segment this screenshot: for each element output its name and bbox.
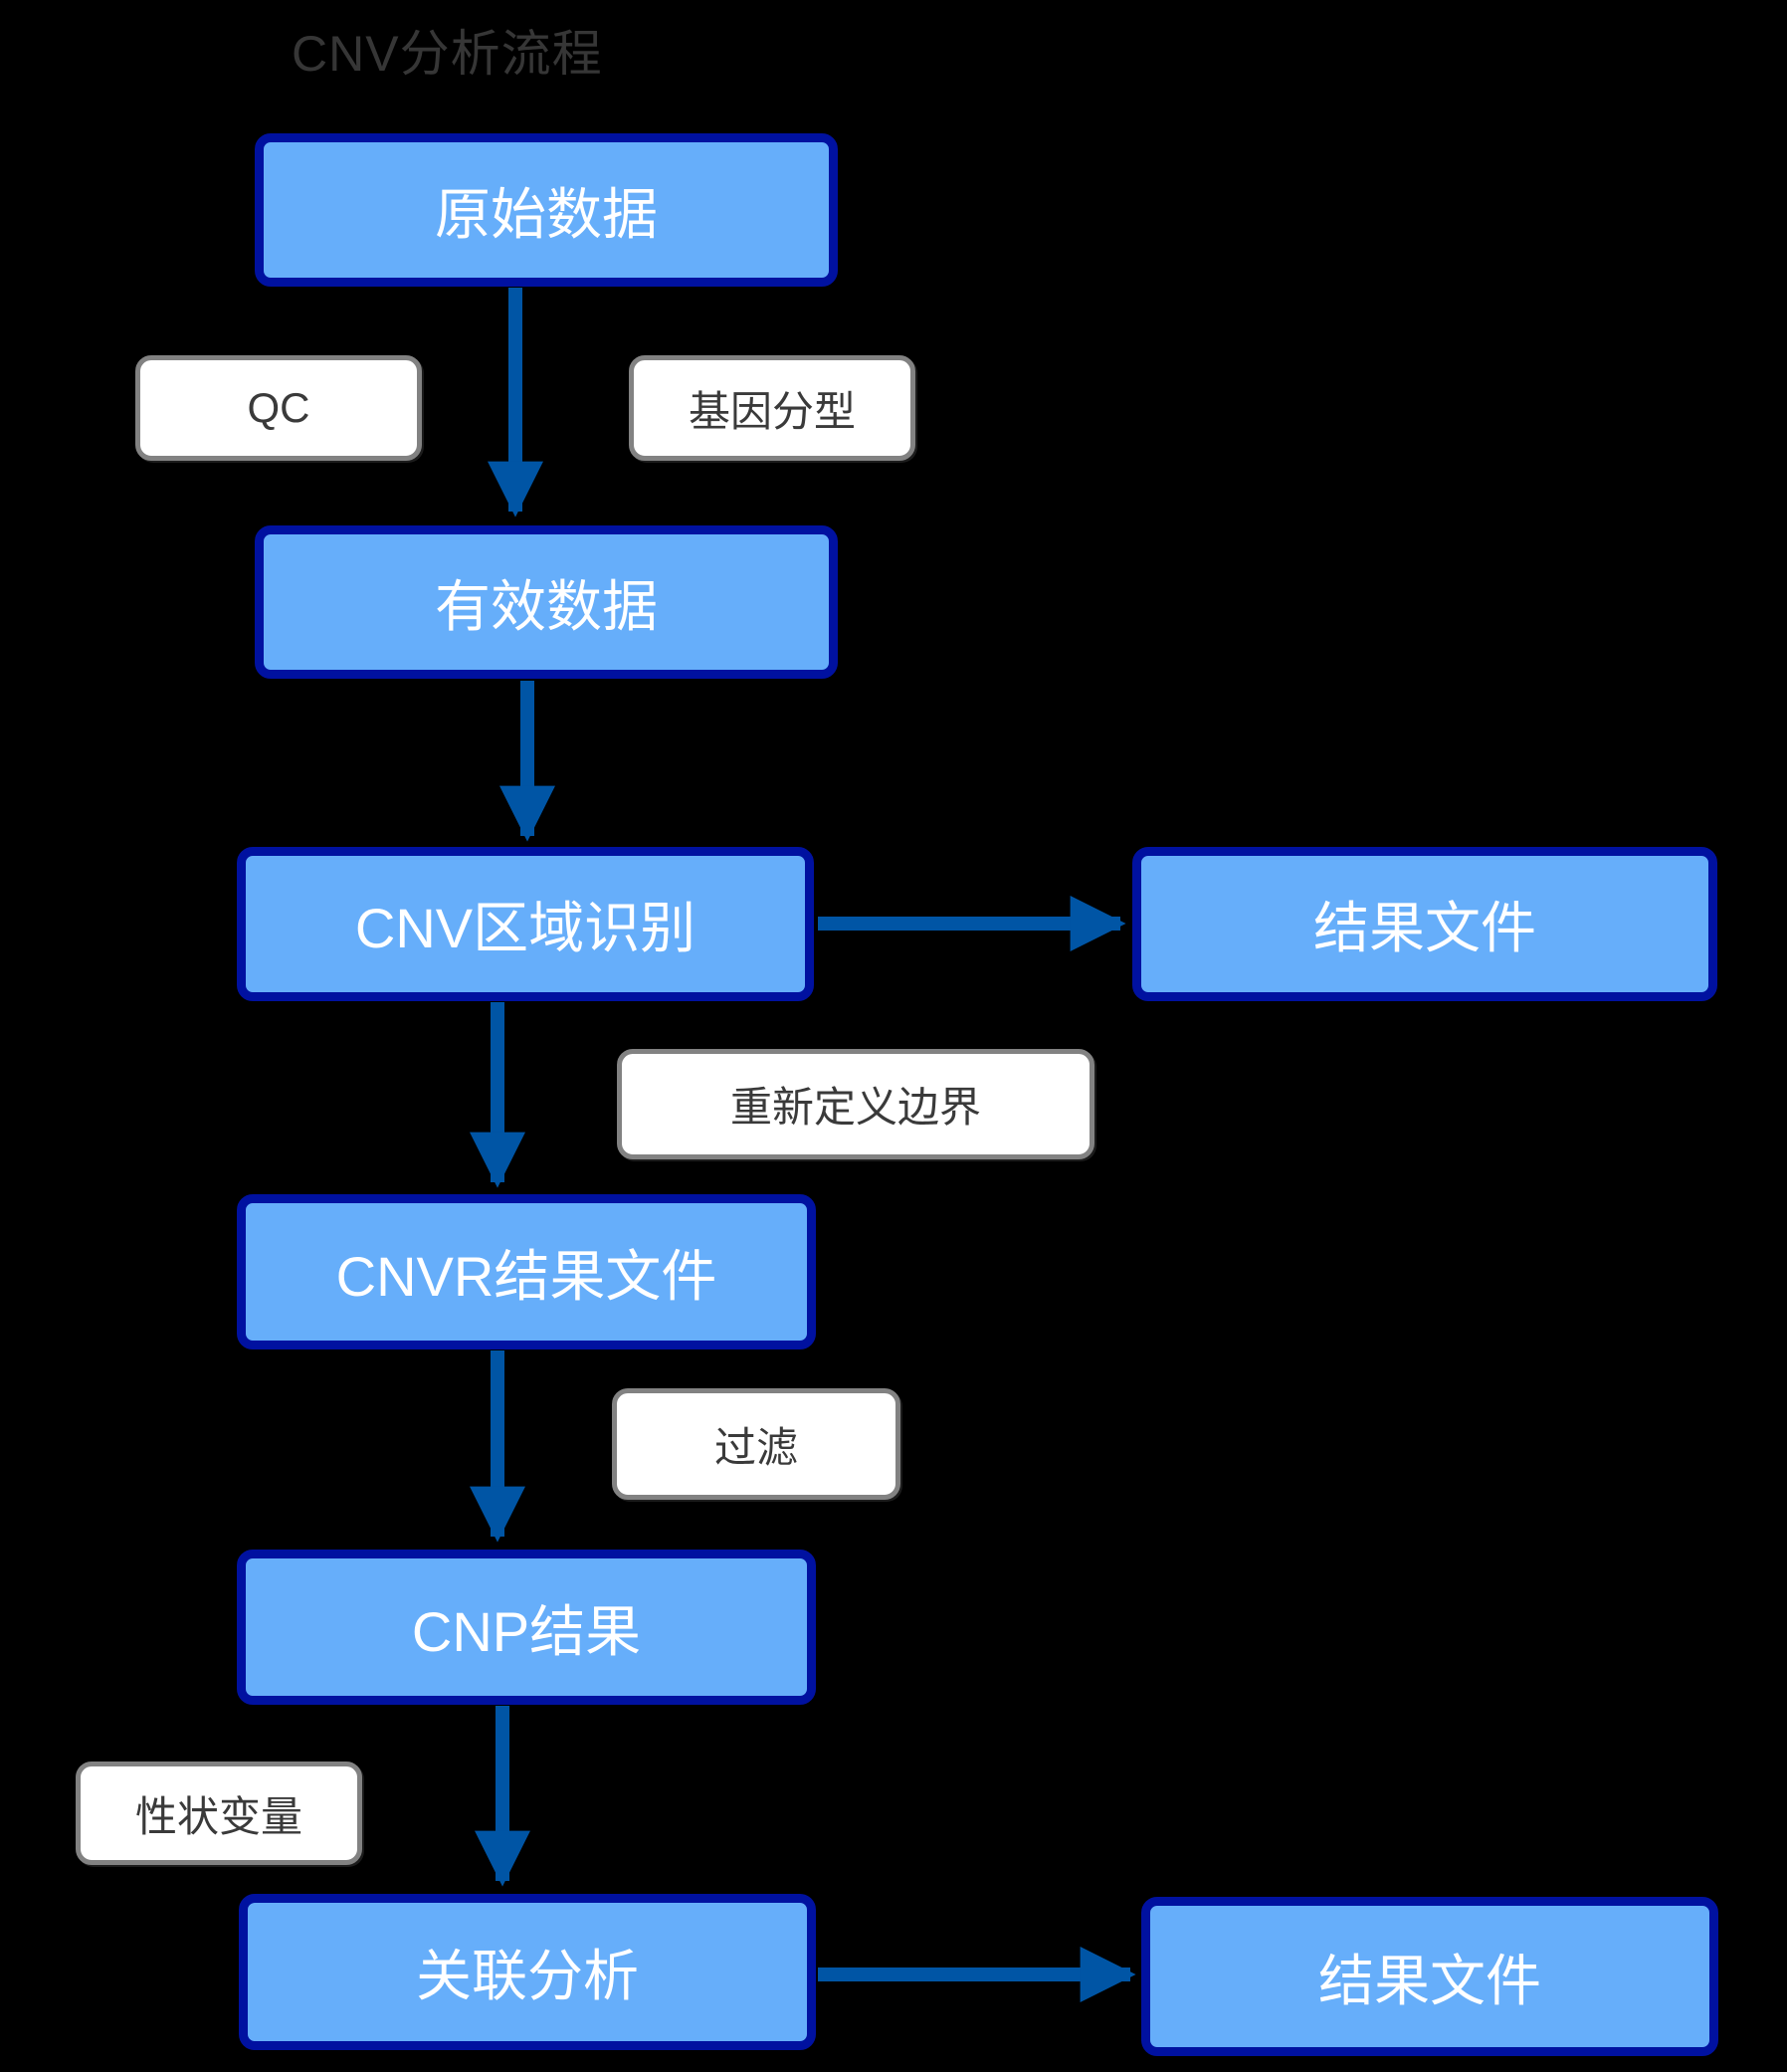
edge-label-genotyping-text: 基因分型 <box>688 387 856 435</box>
node-raw-data-label: 原始数据 <box>435 182 658 246</box>
node-result-file-top-label: 结果文件 <box>1313 897 1536 959</box>
node-cnvr-result-label: CNVR结果文件 <box>335 1244 717 1308</box>
edge-label-qc-text: QC <box>247 384 310 431</box>
node-association-label: 关联分析 <box>416 1945 639 2007</box>
edge-label-filter: 过滤 <box>612 1388 900 1500</box>
edge-label-genotyping: 基因分型 <box>629 355 915 461</box>
node-cnv-region-identification: CNV区域识别 <box>237 847 814 1001</box>
node-association-analysis: 关联分析 <box>239 1894 816 2050</box>
edge-label-trait-variable-text: 性状变量 <box>134 1792 302 1840</box>
node-valid-data: 有效数据 <box>255 525 838 679</box>
node-cnp-result: CNP结果 <box>237 1550 816 1705</box>
node-cnv-region-label: CNV区域识别 <box>354 897 696 959</box>
node-cnp-result-label: CNP结果 <box>411 1599 642 1663</box>
node-result-file-top: 结果文件 <box>1132 847 1717 1001</box>
node-result-file-bottom-label: 结果文件 <box>1318 1949 1541 2012</box>
edge-label-trait-variable: 性状变量 <box>76 1761 362 1865</box>
edge-label-redefine-boundary: 重新定义边界 <box>617 1049 1094 1159</box>
node-result-file-bottom: 结果文件 <box>1141 1897 1718 2056</box>
node-cnvr-result-file: CNVR结果文件 <box>237 1194 816 1349</box>
node-valid-data-label: 有效数据 <box>435 574 658 638</box>
node-raw-data: 原始数据 <box>255 133 838 287</box>
page-title: CNV分析流程 <box>292 26 603 82</box>
edge-label-qc: QC <box>135 355 422 461</box>
edge-label-redefine-boundary-text: 重新定义边界 <box>729 1084 981 1131</box>
edge-label-filter-text: 过滤 <box>713 1423 798 1471</box>
